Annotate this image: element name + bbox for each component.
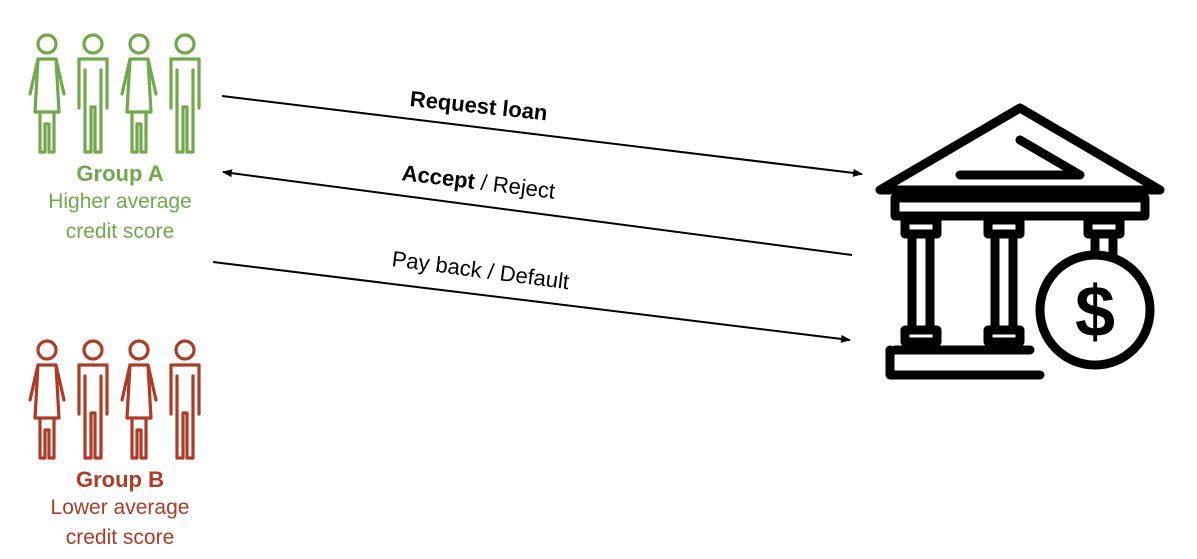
accept-reject-arrow — [222, 169, 853, 256]
group-b-description-line2: credit score — [65, 526, 175, 549]
group-b: Group B Lower average credit score — [5, 338, 235, 553]
group-a-title: Group A — [76, 161, 164, 186]
group-a-description-line1: Higher average — [48, 190, 192, 213]
bank-dollar-icon: $ — [875, 103, 1165, 380]
group-a-description-line2: credit score — [65, 220, 175, 243]
dollar-sign-icon: $ — [1075, 272, 1115, 352]
group-a: Group A Higher average credit score — [5, 32, 235, 247]
people-icon — [28, 339, 201, 460]
request-loan-arrow — [221, 95, 863, 177]
payback-default-arrow — [212, 261, 851, 343]
group-b-description-line1: Lower average — [50, 496, 190, 519]
group-b-title: Group B — [76, 467, 164, 492]
people-icon — [28, 33, 201, 154]
